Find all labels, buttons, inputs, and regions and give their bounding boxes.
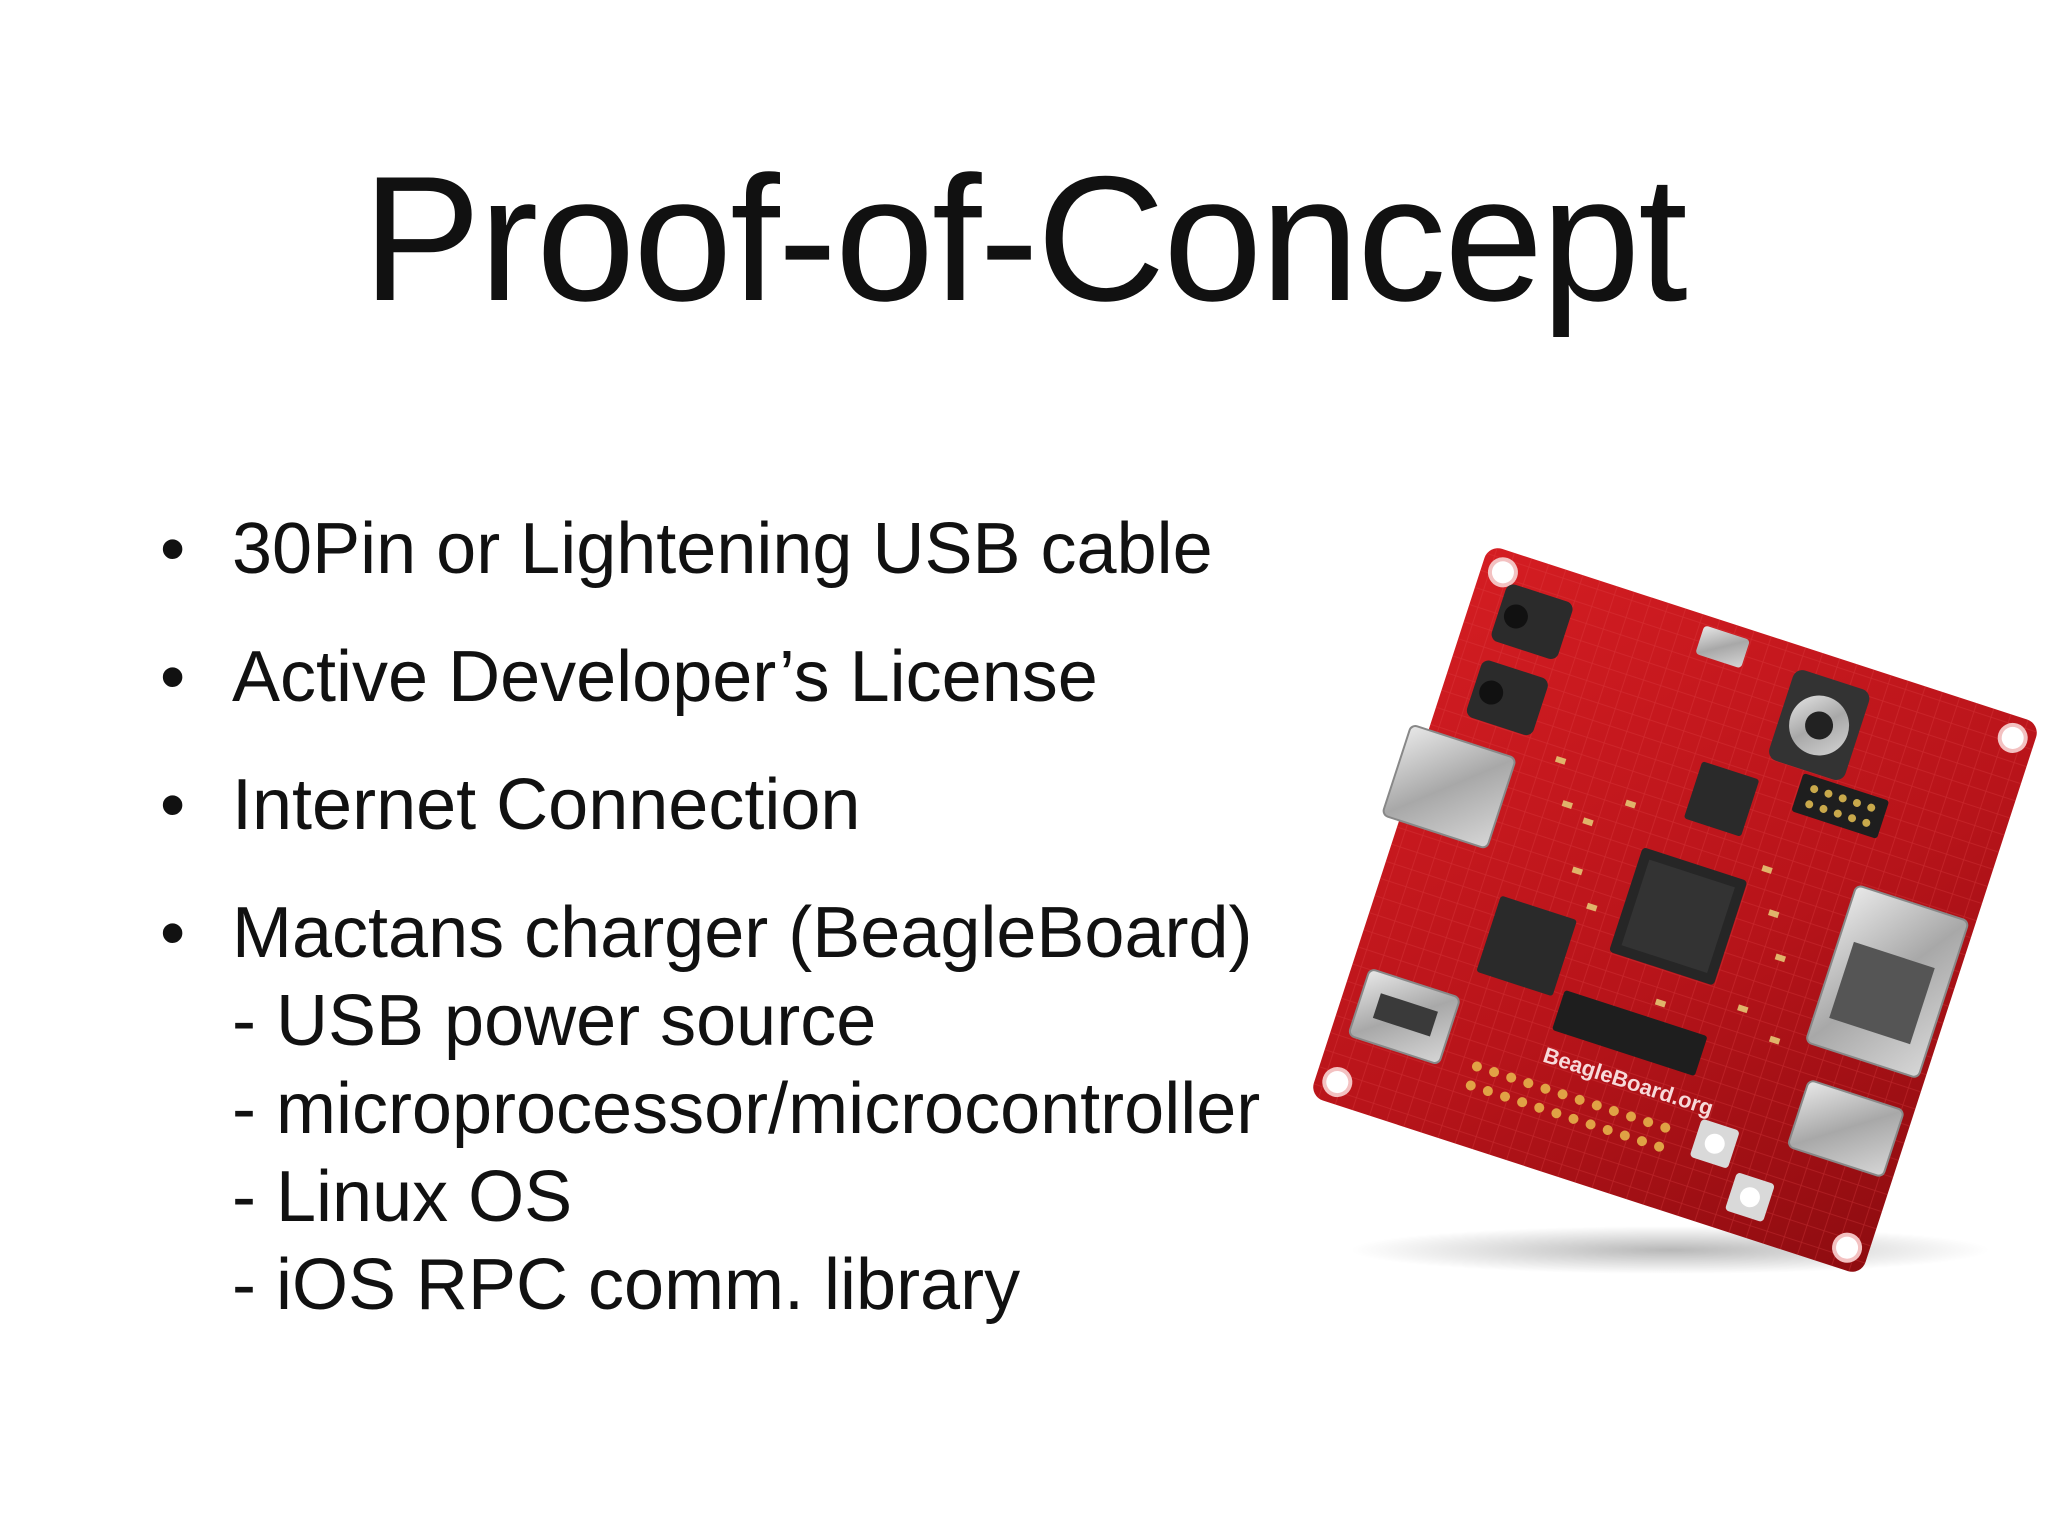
circuit-board-icon: BeagleBoard.org <box>1313 548 2037 1274</box>
bullet-dot: • <box>160 509 186 589</box>
bullet-item: • Mactans charger (BeagleBoard) - USB po… <box>160 889 1340 1329</box>
sub-item: - iOS RPC comm. library <box>232 1245 1021 1325</box>
sub-item: - USB power source <box>232 981 877 1061</box>
bullet-item: • 30Pin or Lightening USB cable <box>160 505 1340 593</box>
slide-title: Proof-of-Concept <box>362 139 1687 338</box>
bullet-text: Mactans charger (BeagleBoard) <box>232 893 1253 973</box>
bullet-dot: • <box>160 893 186 973</box>
bullet-dot: • <box>160 637 186 717</box>
bullet-list: • 30Pin or Lightening USB cable • Active… <box>160 505 1340 1369</box>
sub-item: - Linux OS <box>232 1157 573 1237</box>
bullet-dot: • <box>160 765 186 845</box>
bullet-text: 30Pin or Lightening USB cable <box>232 509 1213 589</box>
bullet-text: Internet Connection <box>232 765 861 845</box>
circuit-board-photo: BeagleBoard.org <box>1290 520 2040 1280</box>
bullet-item: • Active Developer’s License <box>160 633 1340 721</box>
bullet-text: Active Developer’s License <box>232 637 1098 717</box>
sub-item: - microprocessor/microcontroller <box>232 1069 1261 1149</box>
bullet-item: • Internet Connection <box>160 761 1340 849</box>
